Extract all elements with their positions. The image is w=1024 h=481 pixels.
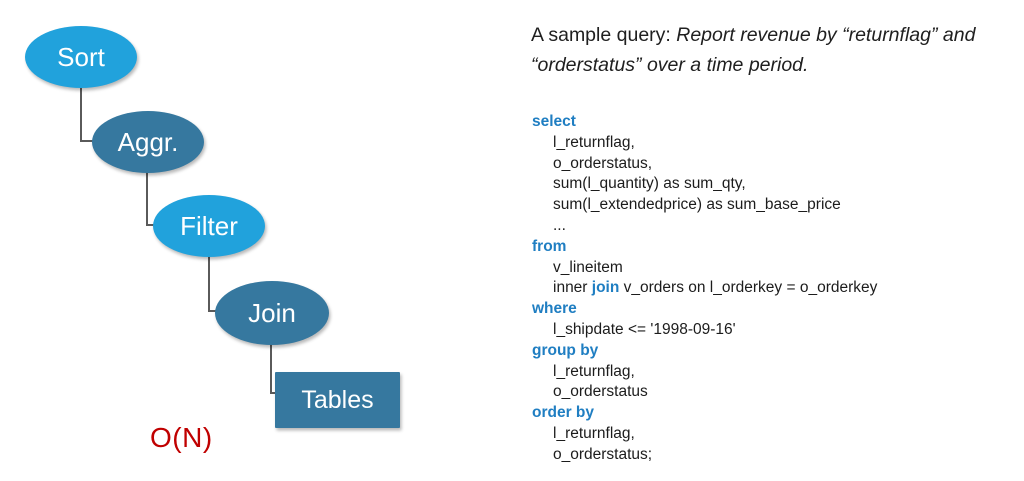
sql-token: inner <box>553 279 592 297</box>
sql-token: sum(l_quantity) as sum_qty, <box>553 175 746 193</box>
sql-keyword: group by <box>532 341 599 359</box>
connector-join-tables <box>270 343 278 394</box>
sql-token: sum(l_extendedprice) as sum_base_price <box>553 196 841 214</box>
sql-keyword: join <box>591 279 620 297</box>
node-aggregate-label: Aggr. <box>117 126 179 157</box>
node-filter: Filter <box>153 195 265 257</box>
sql-line: o_orderstatus, <box>532 154 1012 175</box>
caption-italic: Report revenue by “returnflag” and “orde… <box>531 24 976 76</box>
sql-line: l_shipdate <= '1998-09-16' <box>532 320 1012 341</box>
node-aggregate: Aggr. <box>92 111 204 173</box>
sql-token: l_returnflag, <box>553 133 635 151</box>
sql-token: v_orders on l_orderkey = o_orderkey <box>619 279 878 297</box>
sql-line: where <box>532 299 1012 320</box>
node-sort: Sort <box>25 26 137 88</box>
sql-line: v_lineitem <box>532 258 1012 279</box>
sql-line: ... <box>532 216 1012 237</box>
connector-aggr-filter <box>146 171 156 226</box>
connector-sort-aggr <box>80 86 94 142</box>
sql-keyword: order by <box>532 404 595 422</box>
sql-token: o_orderstatus, <box>553 154 653 172</box>
node-tables: Tables <box>275 372 400 428</box>
sql-token: l_shipdate <= '1998-09-16' <box>553 320 736 338</box>
sql-line: l_returnflag, <box>532 133 1012 154</box>
node-filter-label: Filter <box>180 210 238 241</box>
sql-line: select <box>532 112 1012 133</box>
node-join: Join <box>215 281 329 345</box>
connector-filter-join <box>208 255 218 312</box>
node-tables-label: Tables <box>301 385 374 414</box>
sql-query-block: select l_returnflag, o_orderstatus, sum(l_q… <box>532 112 1012 466</box>
caption: A sample query: Report revenue by “retur… <box>531 20 1023 80</box>
node-sort-label: Sort <box>57 41 105 72</box>
sql-token: o_orderstatus; <box>553 445 653 463</box>
sql-token: ... <box>553 216 566 234</box>
sql-keyword: where <box>532 300 577 318</box>
node-join-label: Join <box>248 297 296 328</box>
sql-line: l_returnflag, <box>532 362 1012 383</box>
sql-line: from <box>532 237 1012 258</box>
sql-line: o_orderstatus <box>532 382 1012 403</box>
sql-token: l_returnflag, <box>553 362 635 380</box>
sql-line: o_orderstatus; <box>532 445 1012 466</box>
complexity-label: O(N) <box>150 422 213 453</box>
caption-plain: A sample query: <box>531 24 677 46</box>
sql-line: sum(l_extendedprice) as sum_base_price <box>532 195 1012 216</box>
sql-token: l_returnflag, <box>553 424 635 442</box>
sql-keyword: from <box>532 237 567 255</box>
sql-line: order by <box>532 403 1012 424</box>
sql-token: v_lineitem <box>553 258 623 276</box>
sql-token: o_orderstatus <box>553 383 648 401</box>
sql-line: inner join v_orders on l_orderkey = o_or… <box>532 278 1012 299</box>
sql-keyword: select <box>532 113 576 130</box>
sql-line: l_returnflag, <box>532 424 1012 445</box>
sql-line: sum(l_quantity) as sum_qty, <box>532 174 1012 195</box>
sql-line: group by <box>532 341 1012 362</box>
